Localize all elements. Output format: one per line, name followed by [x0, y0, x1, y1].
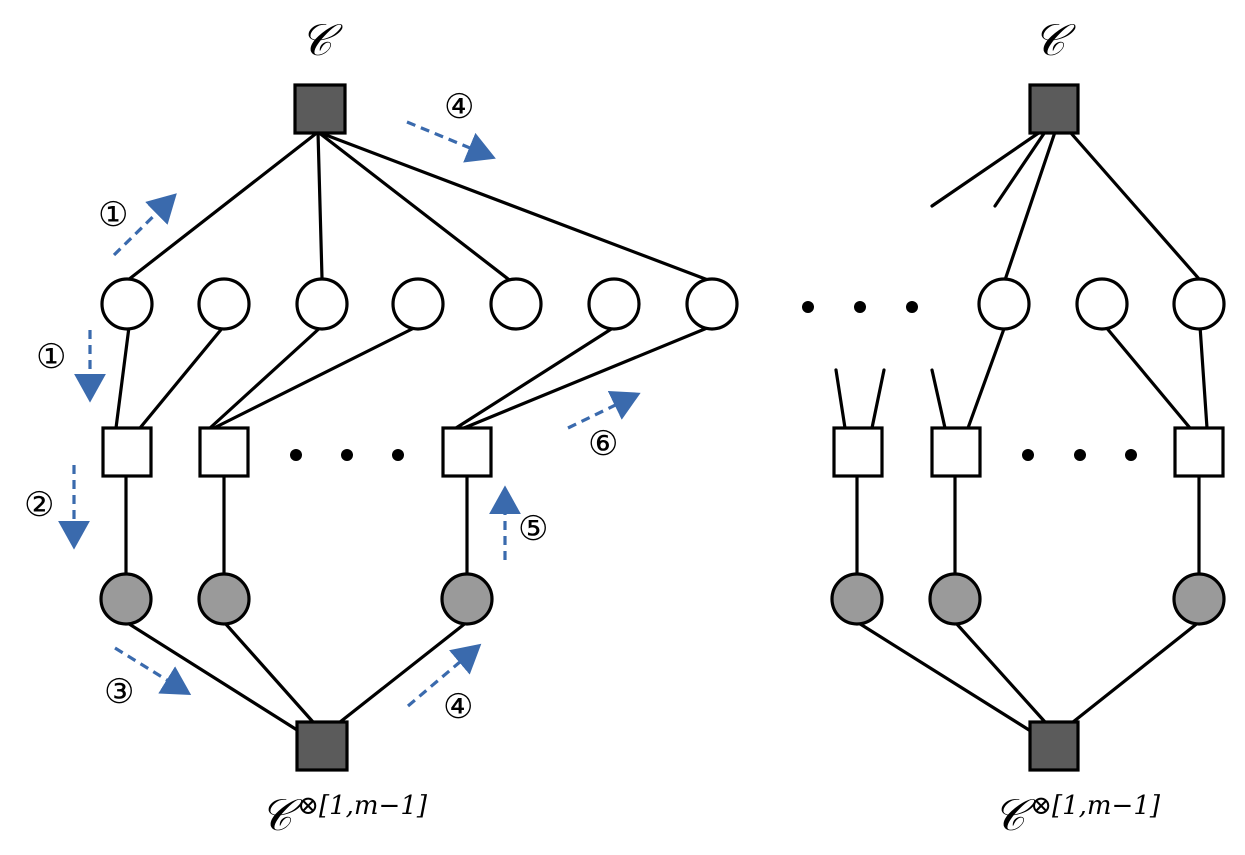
gray-variable-node	[99, 572, 153, 626]
step-5-label: ⑤	[518, 509, 548, 549]
variable-node	[489, 277, 543, 331]
arrow-step-1-upper	[112, 193, 177, 257]
ellipsis-dot	[854, 301, 866, 313]
step-6-label: ⑥	[588, 424, 618, 464]
variable-node	[1172, 277, 1226, 331]
gray-variable-node	[440, 572, 494, 626]
message-arrows	[58, 120, 641, 708]
variable-node	[977, 277, 1031, 331]
bottom-left-label-sup: ⊗[1,m−1]	[297, 791, 428, 821]
ellipsis-dot	[341, 449, 353, 461]
left-edges	[114, 130, 714, 737]
step-1-upper-label: ①	[98, 195, 128, 235]
bottom-left-label: 𝒞 ⊗[1,m−1]	[260, 790, 428, 841]
step-4-bottom-label: ④	[443, 687, 473, 727]
ellipsis-dot	[1125, 449, 1137, 461]
bottom-right-label: 𝒞 ⊗[1,m−1]	[993, 790, 1161, 841]
ellipsis-dot	[392, 449, 404, 461]
variable-node	[685, 277, 739, 331]
variable-node	[295, 277, 349, 331]
ellipsis-dot	[1074, 449, 1086, 461]
gray-variable-node	[928, 572, 982, 626]
variable-node	[1075, 277, 1129, 331]
bottom-constraint-node-left	[295, 720, 349, 772]
gray-variable-node	[197, 572, 251, 626]
variable-node	[587, 277, 641, 331]
arrow-step-6	[567, 390, 641, 430]
variable-node	[197, 277, 251, 331]
ellipsis-dot	[906, 301, 918, 313]
step-1-lower-label: ①	[36, 337, 66, 377]
top-right-label: 𝒞	[1033, 15, 1076, 66]
check-node	[198, 426, 250, 478]
bottom-constraint-node-right	[1028, 720, 1080, 772]
top-constraint-node-right	[1028, 83, 1080, 135]
right-nodes	[830, 83, 1226, 772]
check-node	[930, 426, 982, 478]
step-4-top-label: ④	[444, 87, 474, 127]
variable-node	[391, 277, 445, 331]
ellipsis-dot	[290, 449, 302, 461]
bottom-right-label-sup: ⊗[1,m−1]	[1030, 791, 1161, 821]
check-node	[832, 426, 884, 478]
gray-variable-node	[830, 572, 884, 626]
ellipsis-dot	[802, 301, 814, 313]
node-labels: 𝒞 𝒞 𝒞 ⊗[1,m−1] 𝒞 ⊗[1,m−1]	[260, 15, 1161, 841]
top-constraint-node-left	[293, 83, 347, 135]
right-edges	[834, 130, 1209, 737]
left-nodes	[99, 83, 739, 772]
step-3-label: ③	[104, 672, 134, 712]
arrow-step-3	[114, 646, 192, 696]
check-node	[101, 426, 153, 478]
ellipsis-dots	[290, 301, 1137, 461]
ellipsis-dot	[1022, 449, 1034, 461]
step-2-label: ②	[24, 485, 54, 525]
top-left-label: 𝒞	[300, 15, 343, 66]
check-node	[441, 426, 493, 478]
gray-variable-node	[1172, 572, 1226, 626]
variable-node	[100, 277, 154, 331]
check-node	[1173, 426, 1225, 478]
step-labels: ① ① ② ③ ④ ④ ⑤ ⑥	[24, 87, 618, 727]
